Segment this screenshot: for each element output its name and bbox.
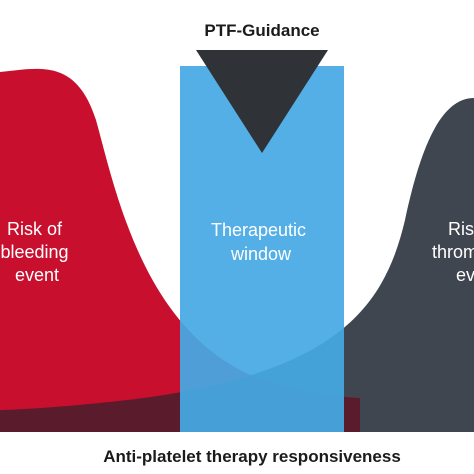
x-axis-label: Anti-platelet therapy responsiveness bbox=[103, 447, 401, 466]
diagram-title: PTF-Guidance bbox=[204, 21, 319, 40]
guidance-pointer-icon bbox=[196, 50, 328, 153]
bleeding-risk-curve bbox=[0, 68, 360, 433]
bleeding-risk-label: Risk of bleeding event bbox=[0, 219, 73, 285]
thrombotic-risk-label: Ris throm ev bbox=[432, 219, 474, 285]
therapeutic-window-label: Therapeutic window bbox=[211, 220, 311, 264]
thrombotic-risk-curve bbox=[0, 98, 474, 432]
